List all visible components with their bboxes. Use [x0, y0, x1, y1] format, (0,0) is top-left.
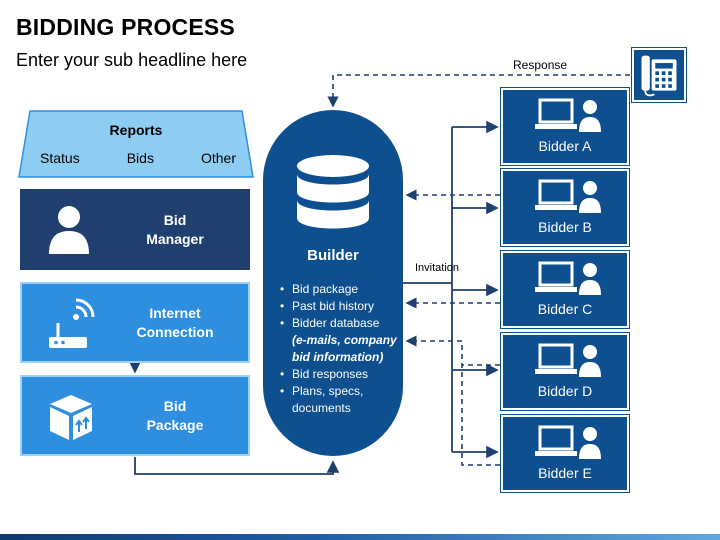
reports-item-other: Other: [200, 150, 236, 166]
bidder-label: Bidder B: [538, 219, 592, 235]
laptop-user-icon: [535, 343, 601, 377]
bidder-label: Bidder E: [538, 465, 592, 481]
phone-icon: [641, 55, 677, 97]
bidder-b-box: Bidder B: [501, 169, 629, 246]
builder-item: Plans, specs, documents: [278, 383, 406, 417]
bid-manager-label-1: Bid: [163, 211, 187, 228]
bidder-d-box: Bidder D: [501, 333, 629, 410]
reports-items: Status Bids Other: [40, 150, 236, 166]
reports-item-bids: Bids: [126, 150, 154, 166]
package-label-2: Package: [146, 416, 204, 433]
reports-item-status: Status: [40, 150, 80, 166]
bidder-label: Bidder A: [538, 138, 592, 154]
phone-box: [632, 48, 686, 102]
builder-item: Past bid history: [278, 298, 406, 315]
builder-item: Bid package: [278, 281, 406, 298]
bid-package-box: Bid Package: [20, 375, 250, 456]
package-label-1: Bid: [163, 397, 187, 414]
package-to-builder-arrow: [134, 457, 340, 475]
builder-item: Bidder database: [278, 315, 406, 332]
bid-manager-label-2: Manager: [146, 230, 204, 247]
builder-item: Bid responses: [278, 366, 406, 383]
internet-label-2: Connection: [136, 323, 214, 340]
builder-contents-list: Bid package Past bid history Bidder data…: [278, 281, 406, 417]
laptop-user-icon: [535, 179, 601, 213]
builder-title: Builder: [307, 247, 359, 264]
laptop-user-icon: [535, 98, 601, 132]
page-subtitle: Enter your sub headline here: [16, 50, 248, 70]
person-icon: [49, 206, 89, 254]
bidder-label: Bidder C: [537, 301, 593, 317]
bidder-e-box: Bidder E: [501, 415, 629, 492]
bid-manager-box: Bid Manager: [20, 189, 250, 270]
response-label: Response: [513, 58, 568, 72]
internet-connection-box: Internet Connection: [20, 282, 250, 363]
response-from-bidder-d-e: [405, 335, 500, 466]
builder-item-note: (e-mails, company bid information): [292, 333, 397, 364]
laptop-user-icon: [535, 425, 601, 459]
bottom-accent-bar: [0, 534, 720, 540]
database-icon: [297, 155, 369, 229]
internet-label-1: Internet: [149, 304, 201, 321]
router-icon: [49, 298, 95, 348]
bidder-label: Bidder D: [537, 383, 593, 399]
page-title: BIDDING PROCESS: [16, 14, 235, 40]
laptop-user-icon: [535, 261, 601, 295]
reports-panel: [18, 110, 254, 178]
bidder-c-box: Bidder C: [501, 251, 629, 328]
phone-response-line: [327, 74, 630, 108]
package-box-icon: [50, 395, 92, 440]
reports-title: Reports: [109, 122, 163, 138]
invitation-label: Invitation: [415, 262, 460, 274]
bidder-a-box: Bidder A: [501, 88, 629, 165]
